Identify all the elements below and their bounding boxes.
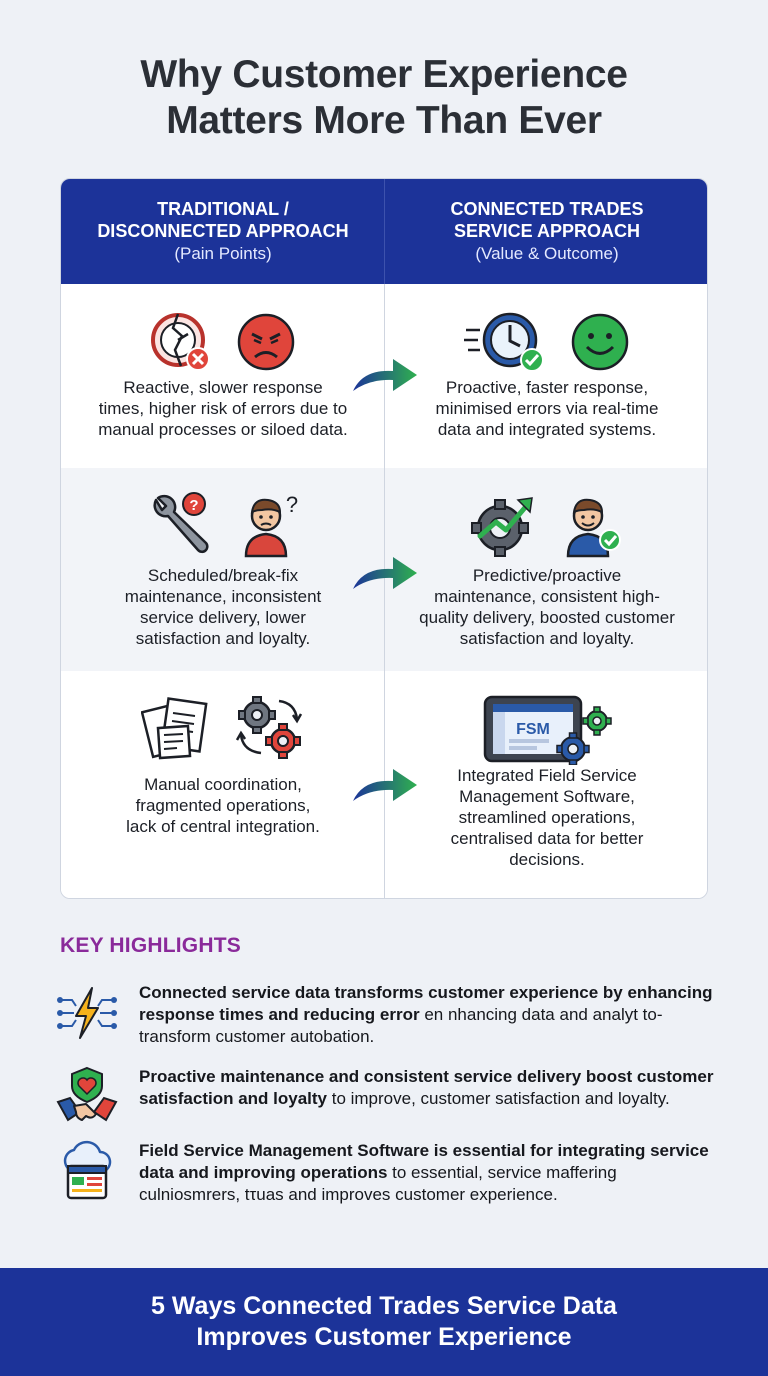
- cell-text: Reactive, slower response times, higher …: [98, 378, 348, 439]
- header-connected-sub: (Value & Outcome): [475, 243, 619, 263]
- cell-text: Manual coordination, fragmented operatio…: [126, 775, 320, 836]
- comparison-table: TRADITIONAL / DISCONNECTED APPROACH (Pai…: [60, 178, 708, 899]
- banner-line2: Improves Customer Experience: [196, 1323, 572, 1351]
- highlight-bold: Proactive maintenance and consistent ser…: [139, 1067, 714, 1108]
- cell-text: Proactive, faster response, minimised er…: [435, 378, 659, 439]
- cell-text: Integrated Field Service Management Soft…: [450, 766, 644, 869]
- cell-text: Scheduled/break-fix maintenance, inconsi…: [124, 566, 322, 648]
- highlight-text: Field Service Management Software is ess…: [139, 1140, 719, 1206]
- banner-line1: 5 Ways Connected Trades Service Data: [151, 1292, 617, 1320]
- list-item: Proactive maintenance and consistent ser…: [56, 1066, 716, 1128]
- disconnected-gears-icon: [235, 696, 303, 759]
- highlight-bold: Connected service data transforms custom…: [139, 983, 713, 1024]
- svg-text:?: ?: [189, 497, 198, 514]
- cloud-dashboard-icon: [63, 1140, 112, 1200]
- lightning-network-icon: [57, 987, 117, 1039]
- transition-arrow-icon: [353, 359, 417, 391]
- confused-person-icon: ?: [244, 492, 298, 558]
- header-traditional: TRADITIONAL / DISCONNECTED APPROACH (Pai…: [61, 179, 385, 284]
- key-highlights-title: KEY HIGHLIGHTS: [60, 934, 241, 957]
- wrench-question-icon: ?: [153, 492, 209, 554]
- cell-text: Predictive/proactive maintenance, consis…: [419, 566, 675, 648]
- happy-face-icon: [571, 313, 629, 371]
- column-divider: [384, 179, 385, 898]
- broken-clock-icon: [151, 313, 210, 371]
- page-title-line1: Why Customer Experience: [140, 53, 628, 96]
- cell-traditional: ? ? Scheduled/break-fix maintenance, inc…: [61, 468, 385, 671]
- highlight-rest: en nhancing data and analyt to-transform…: [139, 1005, 663, 1046]
- row1-left-icons: [61, 310, 385, 374]
- highlight-rest: to improve, customer satisfaction and lo…: [327, 1089, 670, 1108]
- transition-arrow-icon: [353, 557, 417, 589]
- gear-growth-icon: [471, 497, 533, 557]
- page-title-line2: Matters More Than Ever: [166, 99, 602, 142]
- svg-text:FSM: FSM: [516, 721, 550, 738]
- scattered-documents-icon: [141, 697, 208, 760]
- cell-connected: FSM: [385, 671, 707, 898]
- cell-traditional: Reactive, slower response times, higher …: [61, 284, 385, 468]
- cell-connected: Predictive/proactive maintenance, consis…: [385, 468, 707, 671]
- cell-connected: Proactive, faster response, minimised er…: [385, 284, 707, 468]
- fsm-tablet-icon: FSM: [483, 695, 612, 765]
- list-item: Connected service data transforms custom…: [56, 982, 716, 1046]
- fast-clock-check-icon: [464, 312, 544, 372]
- header-column-divider: [384, 179, 385, 284]
- header-connected-title: CONNECTED TRADES SERVICE APPROACH: [450, 198, 644, 241]
- page-title: Why Customer Experience Matters More Tha…: [0, 52, 768, 144]
- row2-right-icons: [385, 490, 707, 558]
- list-item: Field Service Management Software is ess…: [56, 1140, 716, 1226]
- header-traditional-title: TRADITIONAL / DISCONNECTED APPROACH: [97, 198, 349, 241]
- header-traditional-sub: (Pain Points): [174, 243, 272, 263]
- cell-traditional: Manual coordination, fragmented operatio…: [61, 671, 385, 898]
- transition-arrow-icon: [353, 769, 417, 801]
- header-connected: CONNECTED TRADES SERVICE APPROACH (Value…: [385, 179, 707, 284]
- row2-left-icons: ? ?: [61, 490, 385, 558]
- highlight-bold: Field Service Management Software is ess…: [139, 1141, 709, 1182]
- row1-right-icons: [385, 310, 707, 374]
- handshake-heart-icon: [56, 1066, 118, 1122]
- row3-right-icons: FSM: [385, 693, 707, 765]
- highlight-text: Proactive maintenance and consistent ser…: [139, 1066, 719, 1110]
- highlight-rest: to essential, service maffering culniosm…: [139, 1163, 617, 1204]
- footer-banner: 5 Ways Connected Trades Service Data Imp…: [0, 1268, 768, 1376]
- satisfied-person-icon: [566, 498, 621, 558]
- highlight-text: Connected service data transforms custom…: [139, 982, 719, 1048]
- svg-text:?: ?: [286, 492, 298, 517]
- row3-left-icons: [61, 693, 385, 761]
- angry-face-icon: [237, 313, 295, 371]
